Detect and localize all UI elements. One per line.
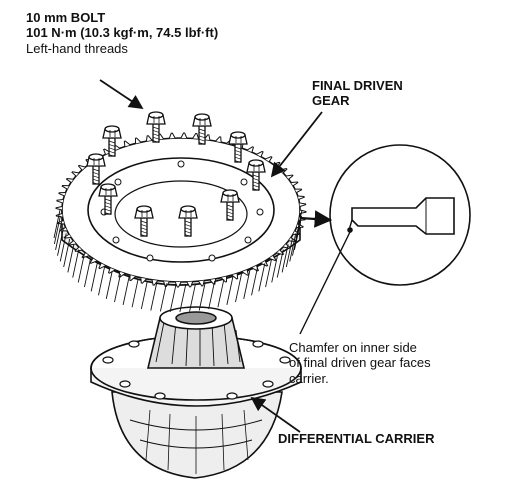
chamfer-note-line3: carrier. <box>289 370 329 386</box>
bolt <box>178 205 198 237</box>
bolt <box>134 205 154 237</box>
bolt <box>86 153 106 185</box>
chamfer-note-line1: Chamfer on inner side <box>289 340 417 355</box>
bolt <box>146 111 166 143</box>
mounting-bolts <box>86 111 266 237</box>
bolt-size-label: 10 mm BOLT <box>26 10 106 25</box>
final-driven-gear-label-line1: FINAL DRIVEN <box>312 78 403 93</box>
chamfer-detail-view <box>329 144 471 286</box>
bolt-spec-callout: 10 mm BOLT 101 N·m (10.3 kgf·m, 74.5 lbf… <box>26 10 218 56</box>
differential-carrier-label: DIFFERENTIAL CARRIER <box>278 431 435 446</box>
bolt <box>220 189 240 221</box>
bolt-thread-note: Left-hand threads <box>26 40 128 56</box>
chamfer-note-line2: of final driven gear faces <box>289 355 431 371</box>
bolt-torque-label: 101 N·m (10.3 kgf·m, 74.5 lbf·ft) <box>26 25 219 41</box>
final-driven-gear-label-line2: GEAR <box>312 93 350 109</box>
final-driven-gear-callout: FINAL DRIVEN GEAR <box>312 78 403 109</box>
differential-carrier <box>90 306 302 479</box>
bolt <box>98 183 118 215</box>
bolt <box>102 125 122 157</box>
leader-lines <box>99 79 351 433</box>
bolt <box>228 131 248 163</box>
chamfer-note-callout: Chamfer on inner side of final driven ge… <box>289 340 431 386</box>
bolt <box>246 159 266 191</box>
bolt <box>192 113 212 145</box>
